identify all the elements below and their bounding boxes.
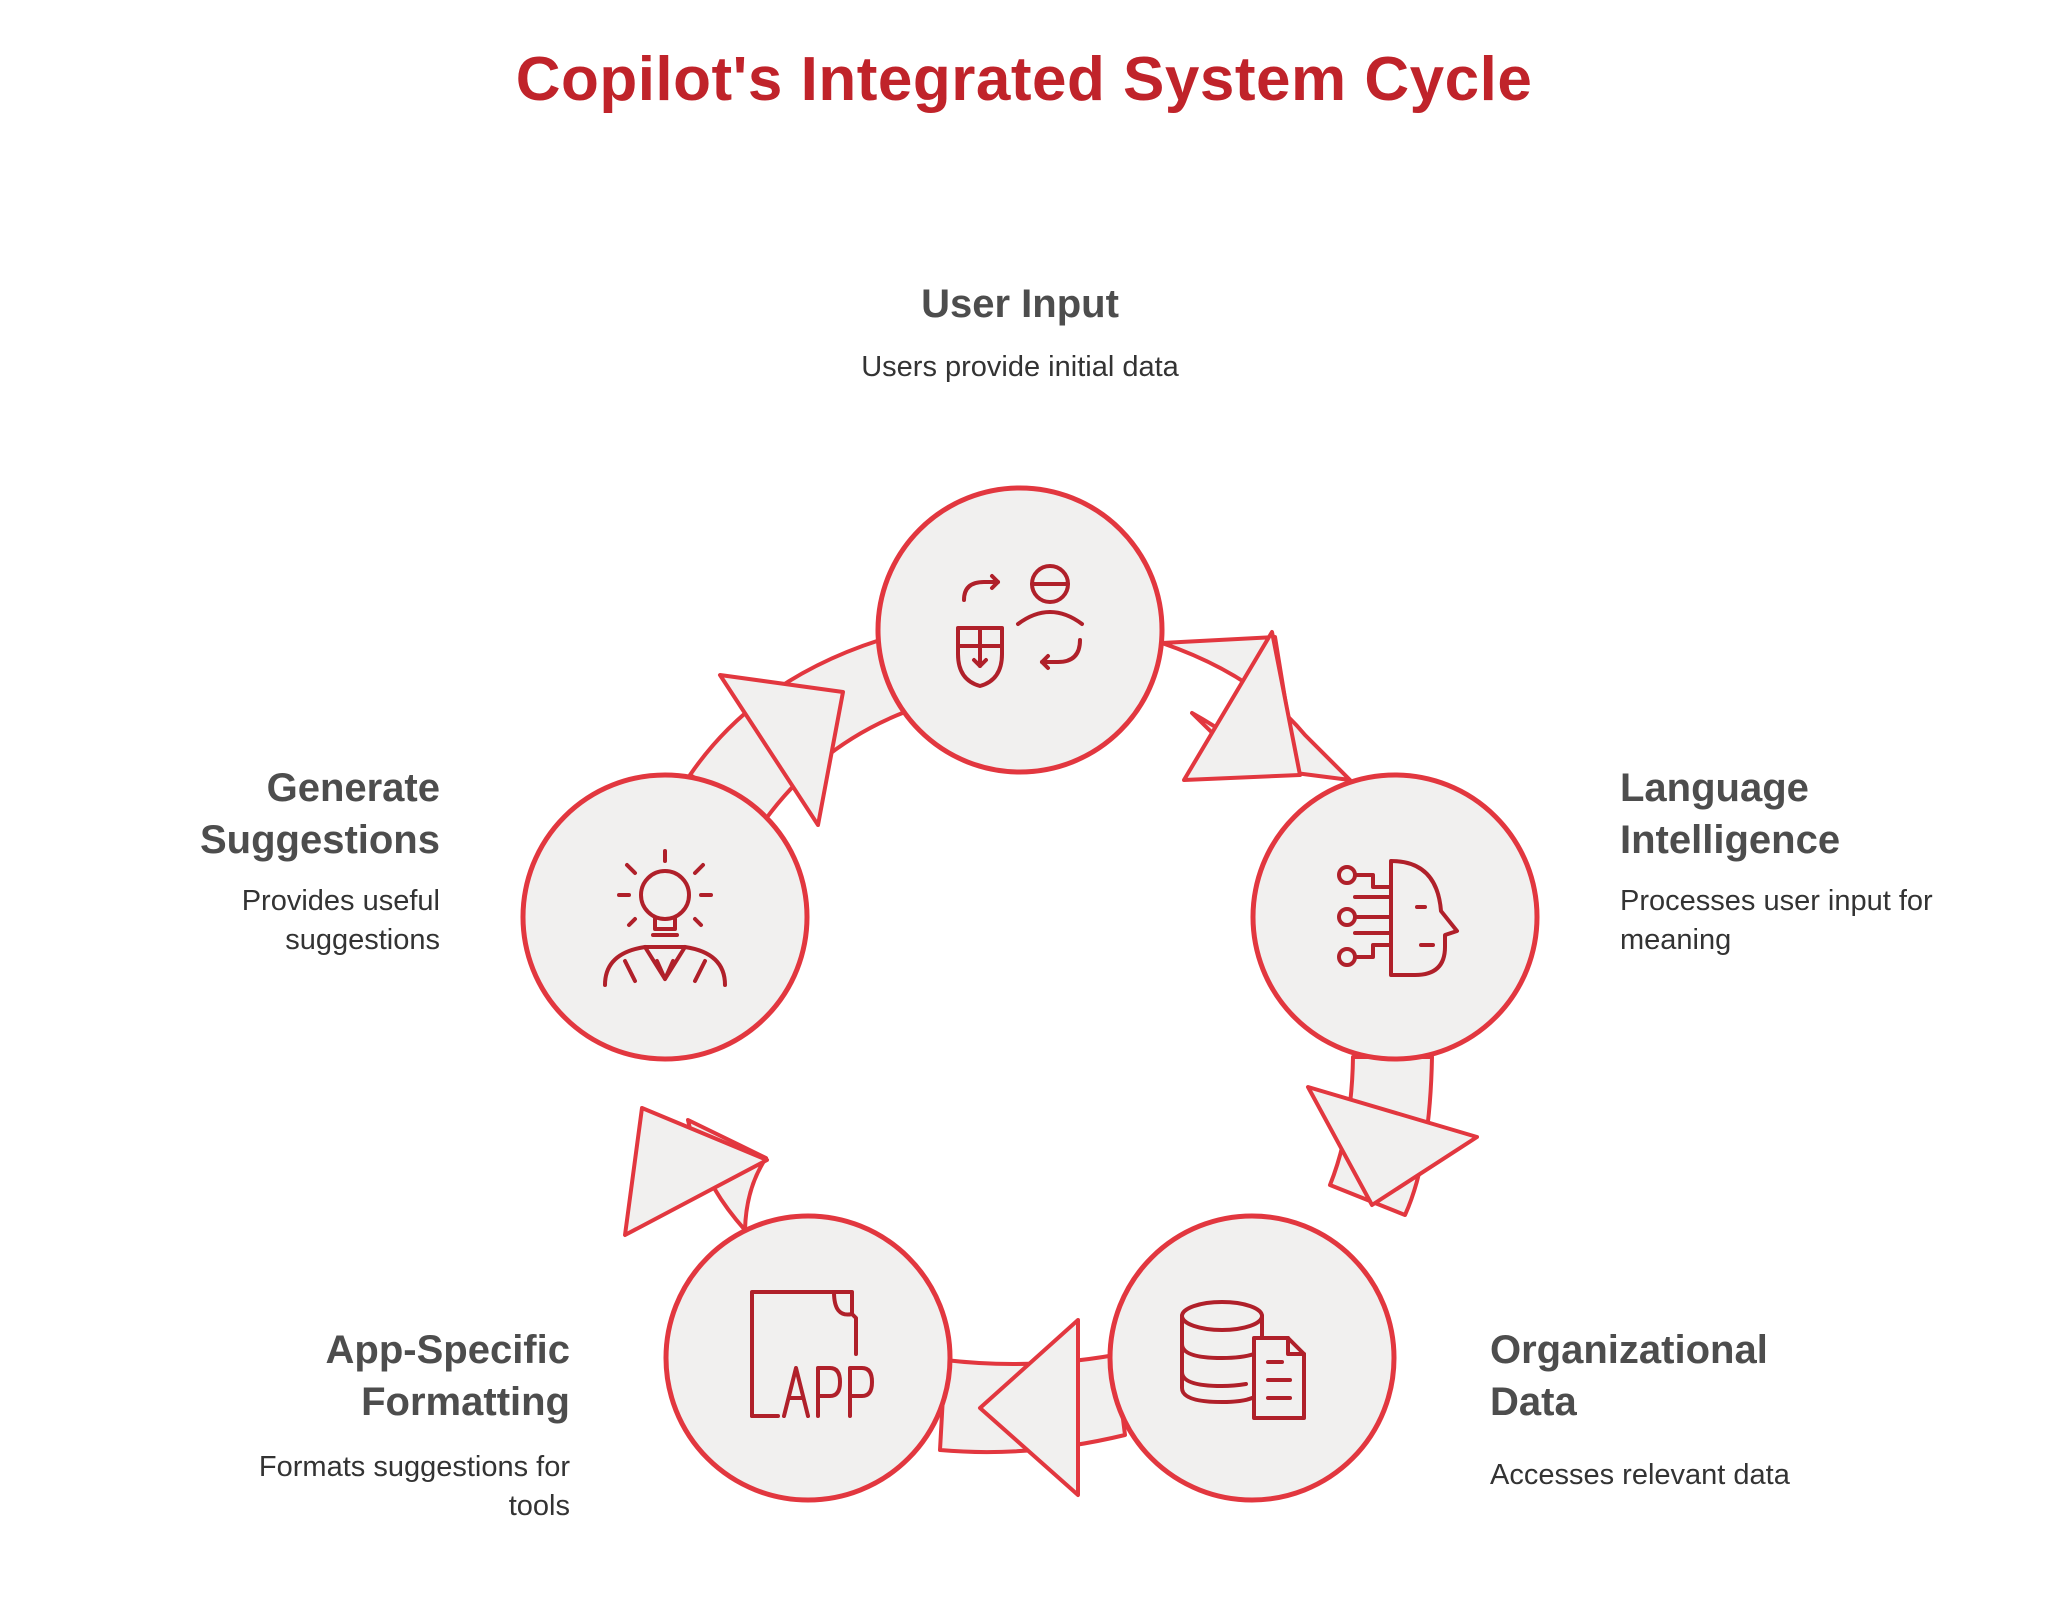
stage-description: Provides useful suggestions (241, 885, 440, 956)
cycle-arrows (623, 630, 1479, 1497)
stage-description: Users provide initial data (861, 351, 1179, 383)
stage-title: User Input (921, 282, 1119, 326)
stage-app-specific-formatting: App-Specific Formatting Formats suggesti… (150, 1324, 570, 1526)
stage-language-intelligence: Language Intelligence Processes user inp… (1620, 762, 2020, 960)
page-title: Copilot's Integrated System Cycle (515, 45, 1533, 114)
stage-title: Organizational Data (1490, 1328, 1768, 1424)
arrow-head-1 (1182, 630, 1302, 782)
stage-generate-suggestions: Generate Suggestions Provides useful sug… (40, 762, 440, 960)
stage-user-input: User Input Users provide initial data (760, 278, 1280, 387)
arrow-head-4 (623, 1106, 769, 1237)
idea-person-icon (603, 849, 727, 987)
stage-title: Language Intelligence (1620, 766, 1841, 862)
stage-organizational-data: Organizational Data Accesses relevant da… (1490, 1324, 1910, 1495)
arrow-head-5 (718, 673, 845, 827)
cycle-nodes (520, 485, 1540, 1503)
stage-title: App-Specific Formatting (325, 1328, 570, 1424)
node-language-intelligence (1250, 772, 1540, 1062)
ai-head-icon (1337, 859, 1459, 977)
node-user-input (875, 485, 1165, 775)
arrow-head-3 (978, 1318, 1080, 1497)
arrow-head-2 (1306, 1085, 1479, 1207)
stage-description: Accesses relevant data (1490, 1459, 1790, 1491)
user-exchange-icon (956, 564, 1084, 688)
app-file-icon (750, 1290, 874, 1418)
stage-title: Generate Suggestions (199, 766, 440, 862)
stage-description: Processes user input for meaning (1620, 885, 1933, 956)
stage-description: Formats suggestions for tools (258, 1451, 570, 1522)
node-app-specific-formatting (663, 1213, 953, 1503)
database-document-icon (1180, 1300, 1306, 1420)
